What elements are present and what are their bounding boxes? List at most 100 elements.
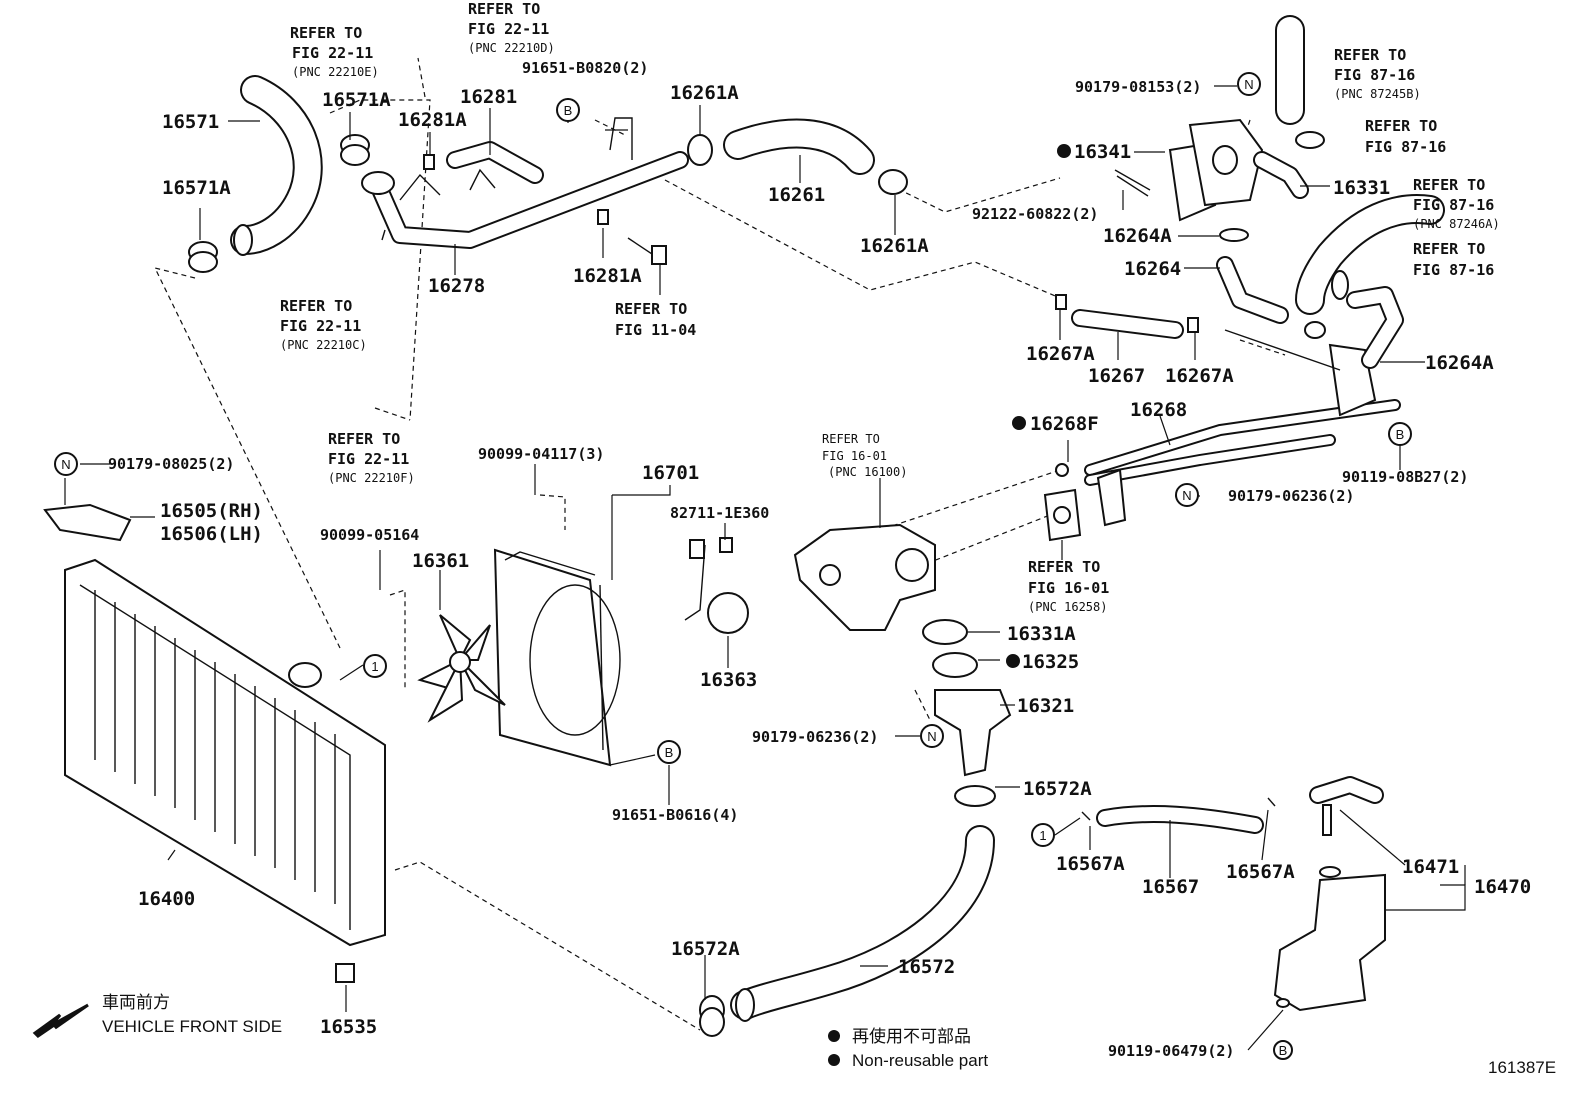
- marker-N-3: N: [1175, 483, 1199, 507]
- refer-note-fig87-16-a: REFER TO FIG 87-16: [1365, 117, 1446, 156]
- non-reusable-dot-icon-2: [828, 1054, 840, 1066]
- label-16264A-1: 16264A: [1103, 225, 1172, 247]
- radiator-fins: [94, 590, 336, 904]
- refer-note-fig87-16-b: REFER TO FIG 87-16: [1413, 240, 1494, 279]
- label-16321: 16321: [1017, 695, 1074, 717]
- svg-text:B: B: [564, 103, 573, 118]
- label-16400: 16400: [138, 888, 195, 910]
- svg-text:FIG 87-16: FIG 87-16: [1413, 196, 1494, 214]
- svg-text:1: 1: [371, 659, 378, 674]
- svg-text:B: B: [1396, 427, 1405, 442]
- label-16261A-1: 16261A: [670, 82, 739, 104]
- label-16268F: 16268F: [1030, 413, 1099, 435]
- non-reusable-label-jp: 再使用不可部品: [852, 1026, 971, 1046]
- svg-text:REFER TO: REFER TO: [468, 0, 540, 18]
- label-90179-08153: 90179-08153(2): [1075, 78, 1201, 96]
- upper-radiator-hose-group: [188, 75, 370, 273]
- label-90099-04117: 90099-04117(3): [478, 445, 604, 463]
- label-16267: 16267: [1088, 365, 1145, 387]
- refer-note-fig11-04: REFER TO FIG 11-04: [615, 300, 696, 339]
- refer-to-notes: REFER TO FIG 22-11 (PNC 22210E) REFER TO…: [280, 0, 1500, 614]
- svg-text:REFER TO: REFER TO: [615, 300, 687, 318]
- label-90179-08025: 90179-08025(2): [108, 455, 234, 473]
- refer-note-fig16-01-16258: REFER TO FIG 16-01 (PNC 16258): [1028, 558, 1109, 614]
- svg-text:N: N: [1182, 488, 1191, 503]
- svg-text:REFER TO: REFER TO: [1334, 46, 1406, 64]
- water-pump-16100: [793, 523, 936, 631]
- svg-text:REFER TO: REFER TO: [1413, 176, 1485, 194]
- label-16535: 16535: [320, 1016, 377, 1038]
- label-16278: 16278: [428, 275, 485, 297]
- svg-text:FIG 16-01: FIG 16-01: [822, 449, 887, 463]
- marker-N-2: N: [1237, 72, 1261, 96]
- hose-16261: [687, 118, 908, 195]
- marker-B-3: B: [657, 740, 681, 764]
- svg-text:FIG 87-16: FIG 87-16: [1413, 261, 1494, 279]
- svg-text:FIG 22-11: FIG 22-11: [280, 317, 361, 335]
- label-90179-06236-a: 90179-06236(2): [1228, 487, 1354, 505]
- marker-1-b: 1: [1031, 823, 1055, 847]
- marker-symbols: N N N N B B B B 1 1: [54, 72, 1412, 1060]
- lower-radiator-hose-16572: [699, 825, 995, 1037]
- svg-text:N: N: [1244, 77, 1253, 92]
- svg-text:REFER TO: REFER TO: [328, 430, 400, 448]
- thermostat-gasket-16258: [1043, 463, 1082, 542]
- marker-N-1: N: [54, 452, 78, 476]
- svg-text:FIG 87-16: FIG 87-16: [1334, 66, 1415, 84]
- refer-note-fig87-16-87246A: REFER TO FIG 87-16 (PNC 87246A): [1413, 176, 1500, 231]
- label-16264: 16264: [1124, 258, 1181, 280]
- svg-text:(PNC 87246A): (PNC 87246A): [1413, 217, 1500, 231]
- label-16331A: 16331A: [1007, 623, 1076, 645]
- refer-note-fig87-16-87245B: REFER TO FIG 87-16 (PNC 87245B): [1334, 46, 1421, 101]
- label-90179-06236-b: 90179-06236(2): [752, 728, 878, 746]
- part-labels: 16571 16571A 16571A 16281 16281A 16281A …: [108, 59, 1531, 1060]
- reservoir-hose-16567: [1081, 797, 1276, 834]
- svg-text:REFER TO: REFER TO: [822, 432, 880, 446]
- marker-B-4: B: [1273, 1040, 1293, 1060]
- non-reusable-legend: 再使用不可部品 Non-reusable part: [828, 1026, 988, 1070]
- label-16701: 16701: [642, 462, 699, 484]
- label-16281A-2: 16281A: [573, 265, 642, 287]
- label-16567A-1: 16567A: [1056, 853, 1125, 875]
- fan-motor-16363: [684, 537, 749, 634]
- non-reusable-dots: [1006, 144, 1071, 668]
- label-16572A-1: 16572A: [1023, 778, 1092, 800]
- svg-text:FIG 22-11: FIG 22-11: [468, 20, 549, 38]
- label-16261: 16261: [768, 184, 825, 206]
- svg-text:(PNC 22210F): (PNC 22210F): [328, 471, 415, 485]
- marker-1-a: 1: [363, 654, 387, 678]
- svg-text:(PNC 87245B): (PNC 87245B): [1334, 87, 1421, 101]
- water-outlet-16331: [1114, 118, 1309, 242]
- svg-text:REFER TO: REFER TO: [280, 297, 352, 315]
- label-90119-08B27: 90119-08B27(2): [1342, 468, 1468, 486]
- label-16267A-1: 16267A: [1026, 343, 1095, 365]
- label-16361: 16361: [412, 550, 469, 572]
- svg-text:1: 1: [1039, 828, 1046, 843]
- vehicle-front-legend: 車両前方 VEHICLE FRONT SIDE: [32, 993, 282, 1038]
- label-16572: 16572: [898, 956, 955, 978]
- refer-note-fig22-11-22210C: REFER TO FIG 22-11 (PNC 22210C): [280, 297, 367, 352]
- hose-16264: [1216, 256, 1326, 339]
- front-label-jp: 車両前方: [102, 993, 170, 1012]
- svg-text:B: B: [1279, 1043, 1288, 1058]
- label-16572A-2: 16572A: [671, 938, 740, 960]
- label-16567: 16567: [1142, 876, 1199, 898]
- svg-text:(PNC 22210E): (PNC 22210E): [292, 65, 379, 79]
- marker-B-1: B: [556, 98, 580, 122]
- label-16506: 16506(LH): [160, 523, 263, 545]
- label-16470: 16470: [1474, 876, 1531, 898]
- label-16471: 16471: [1402, 856, 1459, 878]
- label-16571A-1: 16571A: [162, 177, 231, 199]
- refer-note-fig16-01-16100: REFER TO FIG 16-01 (PNC 16100): [822, 432, 907, 479]
- non-reusable-label-en: Non-reusable part: [852, 1051, 988, 1070]
- label-16264A-2: 16264A: [1425, 352, 1494, 374]
- leader-lines: [64, 85, 1466, 1051]
- front-arrow-icon: [32, 1003, 89, 1038]
- label-16331: 16331: [1333, 177, 1390, 199]
- refer-note-fig22-11-22210D: REFER TO FIG 22-11 (PNC 22210D): [468, 0, 555, 55]
- label-16261A-2: 16261A: [860, 235, 929, 257]
- radiator-16400: [43, 503, 386, 983]
- label-16571A-2: 16571A: [322, 89, 391, 111]
- non-reusable-dot-icon: [828, 1030, 840, 1042]
